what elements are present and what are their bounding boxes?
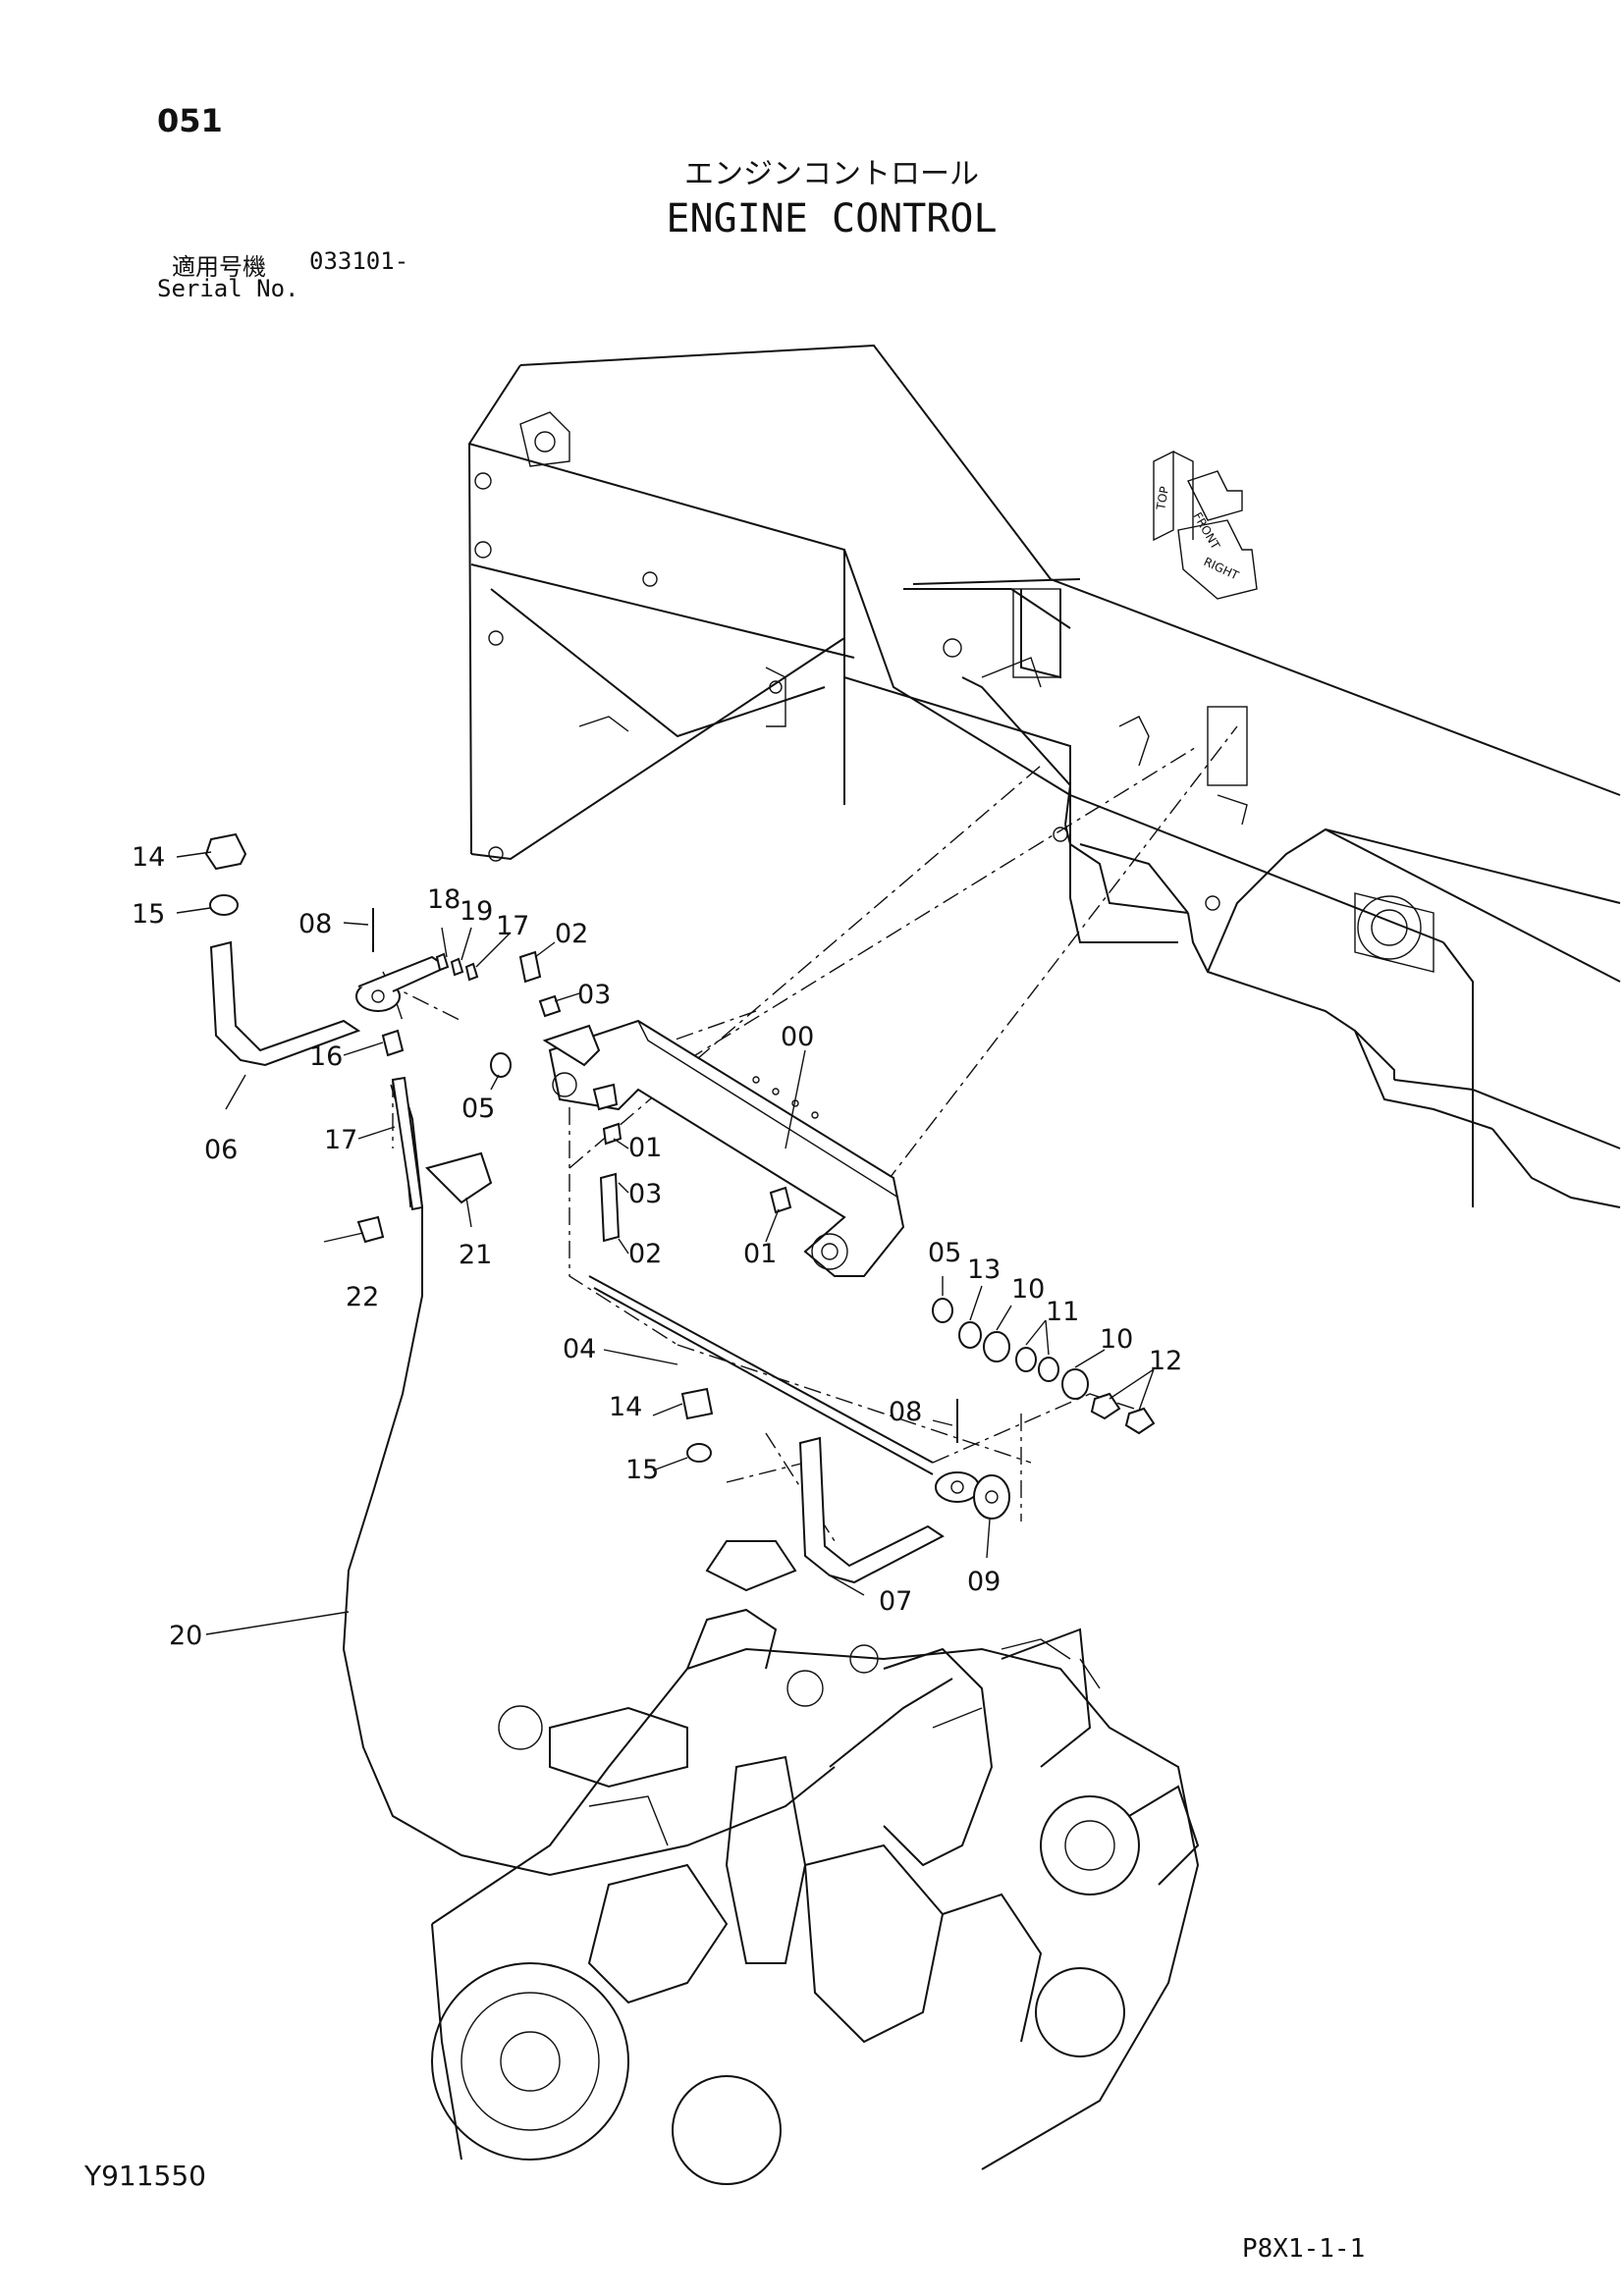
page-code: P8X1-1-1 bbox=[1242, 2234, 1366, 2264]
callout-08: 08 bbox=[298, 909, 332, 939]
page-title: ENGINE CONTROL bbox=[666, 196, 998, 241]
callout-14b: 14 bbox=[609, 1392, 642, 1422]
callout-05b: 05 bbox=[928, 1238, 961, 1268]
callout-21: 21 bbox=[459, 1240, 492, 1270]
leader-lines bbox=[176, 851, 1155, 1635]
callouts: 14 15 08 18 19 17 02 03 16 17 06 05 00 0… bbox=[132, 842, 1182, 1651]
callout-01: 01 bbox=[628, 1133, 662, 1163]
callout-00: 00 bbox=[781, 1022, 814, 1052]
callout-03: 03 bbox=[577, 980, 611, 1010]
title-japanese: エンジンコントロール bbox=[684, 157, 979, 191]
page-number: 051 bbox=[157, 102, 223, 139]
callout-05: 05 bbox=[461, 1094, 495, 1124]
callout-19: 19 bbox=[460, 896, 493, 927]
callout-02b: 02 bbox=[628, 1239, 662, 1269]
callout-12: 12 bbox=[1149, 1346, 1182, 1376]
callout-07: 07 bbox=[879, 1586, 912, 1617]
orientation-label-top: TOP bbox=[1154, 485, 1171, 511]
callout-16: 16 bbox=[309, 1041, 343, 1072]
document-code: Y911550 bbox=[84, 2160, 206, 2192]
callout-13: 13 bbox=[967, 1255, 1001, 1285]
small-parts bbox=[204, 832, 1156, 1463]
callout-20: 20 bbox=[169, 1621, 202, 1651]
callout-03b: 03 bbox=[628, 1179, 662, 1209]
callout-01b: 01 bbox=[743, 1239, 777, 1269]
orientation-icon: TOP FRONT RIGHT bbox=[1153, 450, 1258, 600]
frame-structure bbox=[467, 344, 1621, 1208]
callout-10: 10 bbox=[1011, 1274, 1045, 1305]
rod bbox=[588, 1275, 934, 1475]
serial-number: 033101- bbox=[309, 247, 409, 275]
callout-08b: 08 bbox=[889, 1397, 922, 1427]
callout-14: 14 bbox=[132, 842, 165, 873]
callout-17: 17 bbox=[496, 911, 529, 941]
callout-09: 09 bbox=[967, 1567, 1001, 1597]
callout-18: 18 bbox=[427, 884, 460, 915]
lever-upper bbox=[209, 908, 450, 1067]
callout-02: 02 bbox=[555, 919, 588, 949]
serial-label-japanese: 適用号機 bbox=[172, 253, 266, 281]
orientation-label-front: FRONT bbox=[1190, 510, 1222, 553]
callout-17b: 17 bbox=[324, 1125, 357, 1155]
lever-lower bbox=[798, 1399, 1010, 1584]
callout-06: 06 bbox=[204, 1135, 238, 1165]
engine bbox=[431, 1540, 1200, 2185]
bracket bbox=[542, 1019, 905, 1277]
serial-label: Serial No. bbox=[157, 275, 299, 302]
callout-10b: 10 bbox=[1100, 1324, 1133, 1355]
throttle-cable bbox=[342, 1076, 953, 1877]
callout-11: 11 bbox=[1046, 1297, 1079, 1327]
callout-04: 04 bbox=[563, 1334, 596, 1364]
callout-15b: 15 bbox=[625, 1455, 659, 1485]
callout-22: 22 bbox=[346, 1282, 379, 1312]
callout-15: 15 bbox=[132, 899, 165, 930]
orientation-label-right: RIGHT bbox=[1202, 555, 1242, 583]
